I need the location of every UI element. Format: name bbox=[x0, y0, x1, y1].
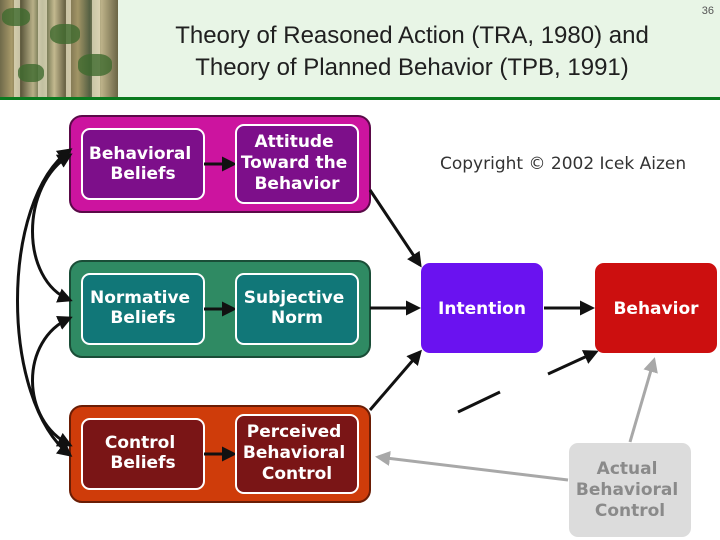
control-behavior-dash-1 bbox=[457, 390, 501, 414]
perceived-control-box bbox=[235, 414, 359, 494]
norm-control-correlation-arrow bbox=[31, 315, 73, 447]
attitude-row: Behavioral Beliefs Attitude Toward the B… bbox=[69, 115, 371, 213]
header-band: Theory of Reasoned Action (TRA, 1980) an… bbox=[0, 0, 720, 97]
actual-control-label: Actual Behavioral Control bbox=[576, 459, 684, 521]
intention-label: Intention bbox=[438, 299, 526, 319]
slide-title: Theory of Reasoned Action (TRA, 1980) an… bbox=[175, 22, 649, 81]
perceived-control-label: Perceived Behavioral Control bbox=[243, 422, 351, 484]
behavioral-beliefs-label: Behavioral Beliefs bbox=[89, 144, 197, 184]
subjective-norm-label: Subjective Norm bbox=[244, 288, 350, 328]
attitude-label: Attitude Toward the Behavior bbox=[241, 132, 353, 194]
slide-number: 36 bbox=[701, 5, 714, 17]
actual-to-perceived-arrow bbox=[375, 450, 569, 482]
attitude-box bbox=[235, 124, 359, 204]
actual-to-behavior-arrow bbox=[628, 357, 658, 443]
tpb-diagram: Copyright © 2002 Icek Aizen Behavioral B… bbox=[16, 115, 719, 539]
attitude-control-correlation-arrow bbox=[16, 148, 73, 457]
normative-beliefs-label: Normative Beliefs bbox=[90, 288, 196, 328]
control-beliefs-label: Control Beliefs bbox=[105, 433, 181, 473]
behavior-label: Behavior bbox=[613, 299, 699, 319]
subjective-norm-box bbox=[235, 273, 359, 345]
control-to-intention-arrow bbox=[368, 349, 422, 411]
control-row: Control Beliefs Perceived Behavioral Con… bbox=[69, 405, 371, 503]
attitude-norm-correlation-arrow bbox=[31, 153, 73, 303]
forest-photo-decoration bbox=[0, 0, 118, 97]
header-divider bbox=[0, 97, 720, 100]
attitude-to-intention-arrow bbox=[368, 189, 422, 268]
norm-row: Normative Beliefs Subjective Norm bbox=[69, 260, 371, 358]
control-to-behavior-dashed-arrow bbox=[547, 350, 599, 376]
copyright-text: Copyright © 2002 Icek Aizen bbox=[440, 154, 686, 174]
